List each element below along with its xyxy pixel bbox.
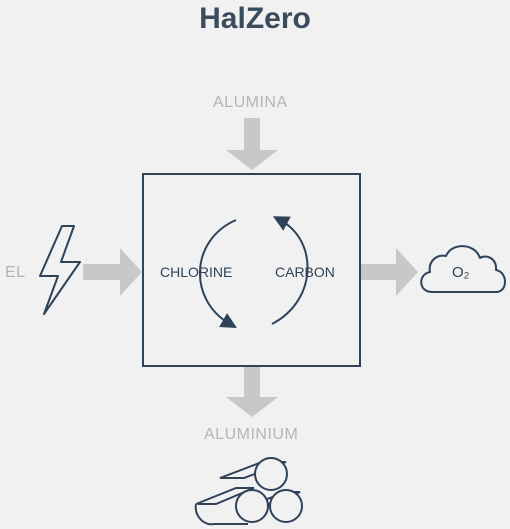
chlorine-cycle-arrow-icon [198,219,237,328]
electricity-input-arrow [83,248,142,296]
lightning-icon [39,225,81,315]
cloud-icon [420,245,506,293]
carbon-label: CARBON [275,264,335,280]
oxygen-output-arrow [361,248,418,296]
alumina-input-arrow [226,118,278,170]
electricity-label: EL [5,264,26,281]
aluminium-label: ALUMINIUM [204,426,299,443]
chlorine-label: CHLORINE [160,264,233,280]
oxygen-label: O₂ [452,264,470,281]
pipes-icon [194,457,303,526]
reactor-box [142,173,361,367]
carbon-cycle-arrow-icon [271,216,309,325]
aluminium-output-arrow [226,366,278,417]
alumina-label: ALUMINA [213,94,288,111]
diagram-title: HalZero [199,2,311,35]
